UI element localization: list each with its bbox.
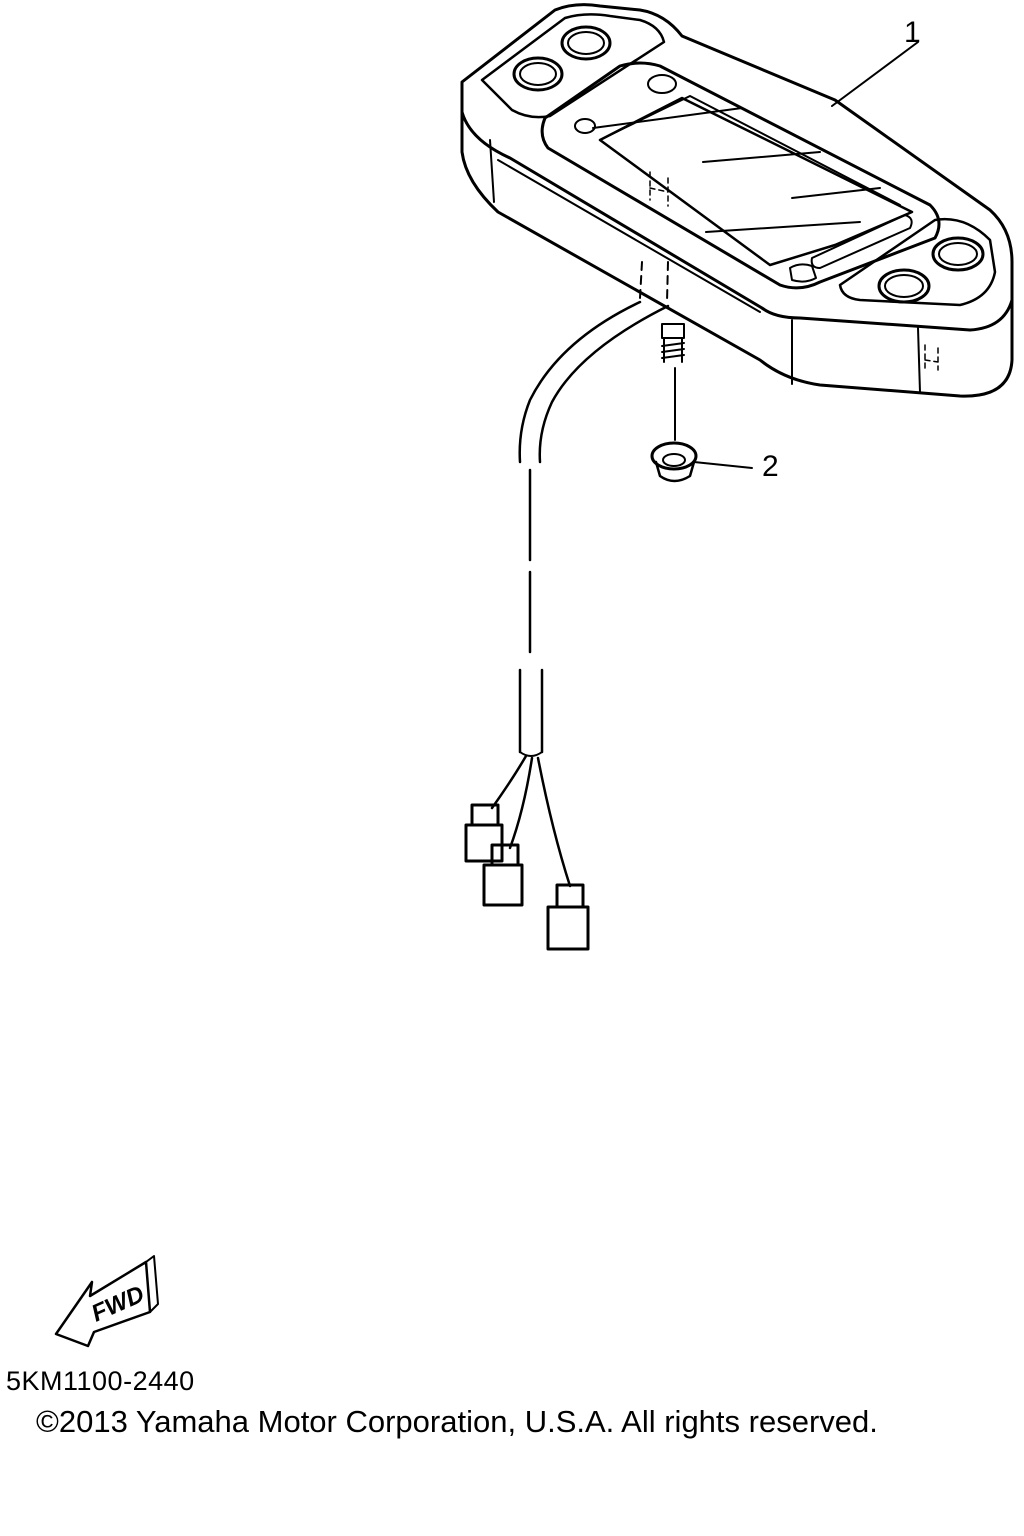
meter-housing-body: [460, 110, 1014, 398]
figure-code: 5KM1100-2440: [6, 1366, 195, 1396]
flange-nut: [650, 441, 698, 483]
mounting-stud: [661, 323, 685, 339]
wire-harness: [464, 300, 670, 951]
callout-1-label: 1: [904, 16, 921, 49]
callout-2-label: 2: [762, 450, 779, 483]
connector-a: [464, 803, 504, 863]
button-left-top: [560, 25, 612, 61]
display-bezel: [540, 61, 941, 290]
button-right-bottom: [877, 268, 931, 304]
connector-b: [482, 843, 524, 907]
fwd-label: FWD: [87, 1281, 148, 1328]
button-right-top: [931, 236, 985, 272]
connector-c: [546, 883, 590, 951]
leader-line-1: [831, 41, 919, 107]
copyright-notice: ©2013 Yamaha Motor Corporation, U.S.A. A…: [36, 1404, 878, 1439]
meter-inner-rim: [480, 13, 666, 119]
fwd-arrow-icon: FWD: [54, 1255, 159, 1348]
meter-assembly: [460, 3, 1014, 441]
leader-line-2: [693, 461, 753, 469]
meter-housing-top: [460, 3, 1014, 332]
button-left-bottom: [512, 56, 564, 92]
